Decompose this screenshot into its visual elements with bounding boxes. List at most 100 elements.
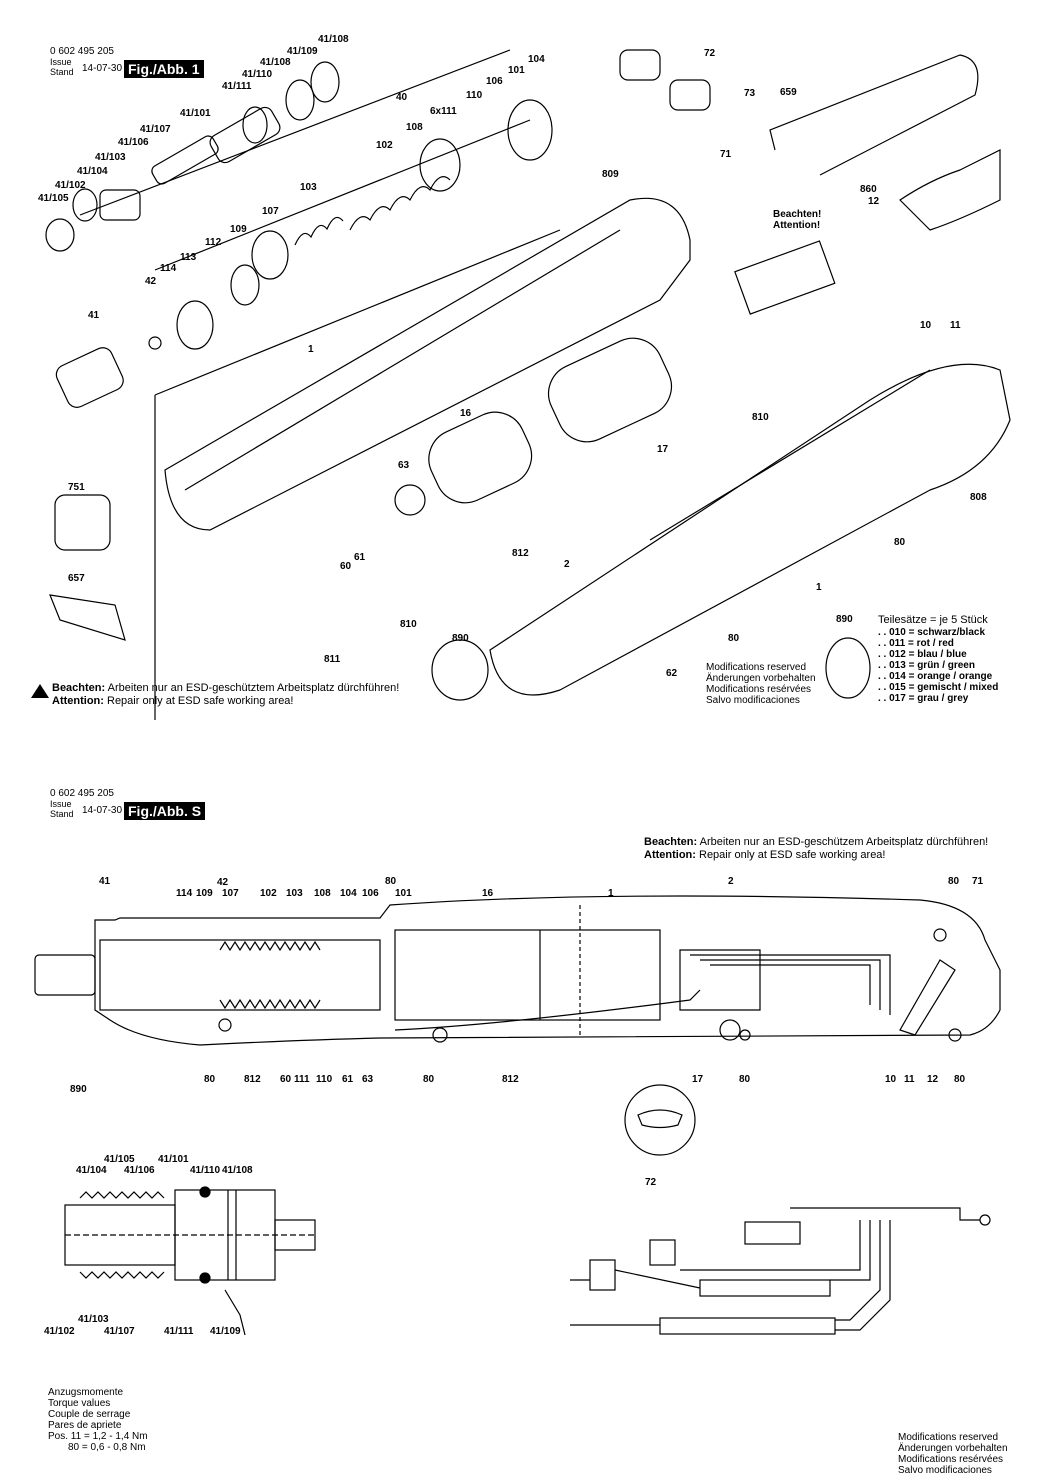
svg-text:12: 12 — [927, 1074, 939, 1085]
svg-text:80: 80 — [385, 876, 397, 887]
svg-text:41/109: 41/109 — [210, 1326, 241, 1337]
callout-41-110: 41/110 — [242, 69, 272, 80]
svg-text:42: 42 — [217, 877, 229, 888]
svg-text:41/103: 41/103 — [78, 1314, 109, 1325]
callout-890: 890 — [452, 633, 469, 644]
svg-text:101: 101 — [395, 888, 412, 899]
callout-812: 812 — [512, 548, 529, 559]
svg-text:812: 812 — [502, 1074, 519, 1085]
svg-text:41/104: 41/104 — [76, 1165, 107, 1176]
svg-text:41/105: 41/105 — [104, 1154, 135, 1165]
torque-row: Pos. 11 = 1,2 - 1,4 Nm — [48, 1431, 148, 1442]
svg-text:60: 60 — [280, 1074, 292, 1085]
callout-1b: 1 — [816, 582, 822, 593]
svg-text:812: 812 — [244, 1074, 261, 1085]
svg-text:17: 17 — [692, 1074, 704, 1085]
callout-41-105: 41/105 — [38, 193, 69, 204]
svg-text:41/101: 41/101 — [158, 1154, 189, 1165]
section-callouts-top: 41 114 109 42 107 102 103 108 104 80 106… — [99, 876, 984, 899]
kit-item: . . 012 = blau / blue — [878, 649, 967, 660]
warning-triangle-icon — [31, 684, 49, 698]
callout-1: 1 — [308, 344, 314, 355]
callout-809: 809 — [602, 169, 619, 180]
callout-114: 114 — [160, 263, 177, 274]
figure-label: Fig./Abb. 1 — [124, 60, 204, 78]
callout-41-108: 41/108 — [318, 34, 349, 45]
callout-61: 61 — [354, 552, 366, 563]
svg-text:104: 104 — [340, 888, 357, 899]
callout-63: 63 — [398, 460, 410, 471]
exploded-view-drawing: 41/108 41/109 41/108 41/110 41/111 41/10… — [38, 34, 1011, 720]
sectional-view-drawing: 41 114 109 42 107 102 103 108 104 80 106… — [34, 876, 1001, 1188]
board-caution-en: Attention! — [773, 220, 821, 231]
svg-text:110: 110 — [316, 1074, 333, 1085]
svg-text:103: 103 — [286, 888, 303, 899]
callout-113: 113 — [180, 252, 197, 263]
callout-41-111: 41/111 — [222, 81, 252, 92]
svg-text:80: 80 — [954, 1074, 966, 1085]
callout-104: 104 — [528, 54, 545, 65]
wiring-diagram — [570, 1207, 991, 1335]
board-caution-de: Beachten! — [773, 209, 822, 220]
esd-warning: Beachten: Arbeiten nur an ESD-geschützte… — [52, 682, 400, 707]
callout-41-106: 41/106 — [118, 137, 149, 148]
svg-text:63: 63 — [362, 1074, 374, 1085]
callout-80: 80 — [894, 537, 906, 548]
modifications-block-2: Modifications reserved Änderungen vorbeh… — [898, 1432, 1008, 1476]
svg-text:11: 11 — [904, 1074, 915, 1085]
svg-text:1: 1 — [608, 888, 614, 899]
kit-item: . . 017 = grau / grey — [878, 693, 969, 704]
svg-text:109: 109 — [196, 888, 213, 899]
kits-list: . . 010 = schwarz/black . . 011 = rot / … — [878, 627, 998, 704]
callout-810: 810 — [752, 412, 769, 423]
callout-112: 112 — [205, 237, 222, 248]
callout-110: 110 — [466, 90, 483, 101]
svg-text:80: 80 — [739, 1074, 751, 1085]
svg-text:80: 80 — [948, 876, 960, 887]
callout-41-102: 41/102 — [55, 180, 86, 191]
svg-text:16: 16 — [482, 888, 494, 899]
stand-label: Stand — [50, 67, 74, 77]
callout-811: 811 — [324, 654, 341, 665]
svg-text:2: 2 — [728, 876, 734, 887]
callout-751: 751 — [68, 482, 85, 493]
figure-label-2: Fig./Abb. S — [124, 802, 206, 820]
callout-62: 62 — [666, 668, 678, 679]
part-number-2: 0 602 495 205 — [50, 788, 114, 799]
svg-text:61: 61 — [342, 1074, 354, 1085]
svg-text:41/108: 41/108 — [222, 1165, 253, 1176]
svg-text:80: 80 — [423, 1074, 435, 1085]
issue-date: 14-07-30 — [82, 63, 123, 74]
callout-41-103: 41/103 — [95, 152, 126, 163]
svg-text:41/107: 41/107 — [104, 1326, 135, 1337]
svg-text:102: 102 — [260, 888, 277, 899]
stand-label-2: Stand — [50, 809, 74, 819]
callout-41: 41 — [88, 310, 100, 321]
callout-41-107: 41/107 — [140, 124, 171, 135]
callout-810b: 810 — [400, 619, 417, 630]
callout-10: 10 — [920, 320, 932, 331]
spindle-section-detail: 41/105 41/104 41/106 41/101 41/110 41/10… — [44, 1154, 316, 1337]
svg-text:71: 71 — [972, 876, 984, 887]
svg-text:106: 106 — [362, 888, 379, 899]
callout-42: 42 — [145, 276, 157, 287]
callout-2: 2 — [564, 559, 570, 570]
svg-text:72: 72 — [645, 1177, 657, 1188]
issue-label: Issue — [50, 57, 72, 67]
callout-808: 808 — [970, 492, 987, 503]
svg-text:111: 111 — [294, 1074, 310, 1085]
kit-item: . . 015 = gemischt / mixed — [878, 682, 999, 693]
kits-title: Teilesätze = je 5 Stück — [878, 614, 988, 626]
svg-text:108: 108 — [314, 888, 331, 899]
callout-109: 109 — [230, 224, 247, 235]
callout-80b: 80 — [728, 633, 740, 644]
part-number: 0 602 495 205 — [50, 46, 114, 57]
svg-text:890: 890 — [70, 1084, 87, 1095]
callout-71: 71 — [720, 149, 732, 160]
callout-16: 16 — [460, 408, 472, 419]
detail-callouts: 41/105 41/104 41/106 41/101 41/110 41/10… — [44, 1154, 253, 1337]
kit-item: . . 011 = rot / red — [878, 638, 954, 649]
callout-17: 17 — [657, 444, 669, 455]
callout-659: 659 — [780, 87, 797, 98]
svg-text:41/111: 41/111 — [164, 1326, 194, 1337]
